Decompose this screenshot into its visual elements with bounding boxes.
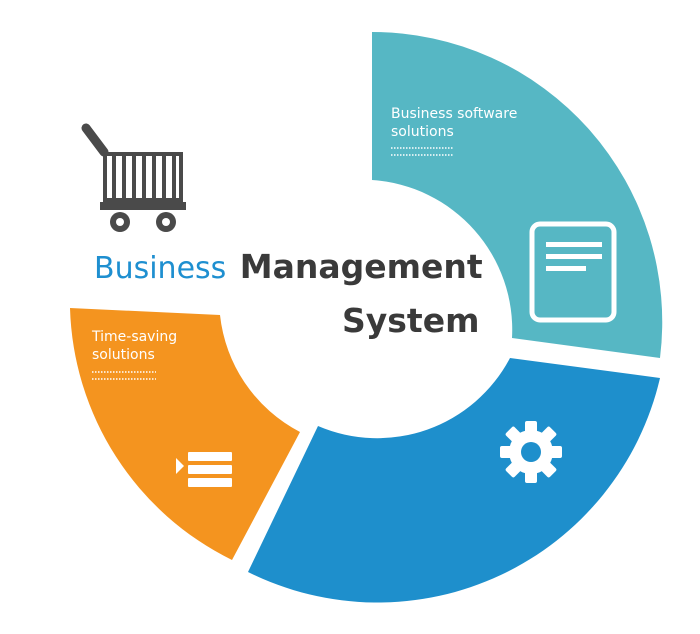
- label-business-software-line2: solutions: [391, 124, 454, 140]
- label-business-software-line1: Business software: [391, 106, 517, 122]
- segment-business-software: [372, 31, 663, 358]
- label-time-saving-line2: solutions: [92, 347, 155, 363]
- segment-settings: [248, 358, 660, 603]
- gear-icon: [500, 421, 562, 483]
- segment-time-saving: [70, 308, 300, 560]
- label-time-saving-line1: Time-saving: [91, 329, 177, 345]
- title-line1: Business Management: [94, 247, 483, 286]
- title-line2: System: [342, 301, 479, 340]
- label-underline-software: [391, 147, 453, 156]
- document-icon: [529, 221, 617, 323]
- list-arrow-icon: [176, 452, 232, 487]
- title-accent-word: Business: [94, 251, 226, 286]
- shopping-cart-icon: [81, 123, 186, 232]
- title-main-word: Management: [240, 247, 483, 286]
